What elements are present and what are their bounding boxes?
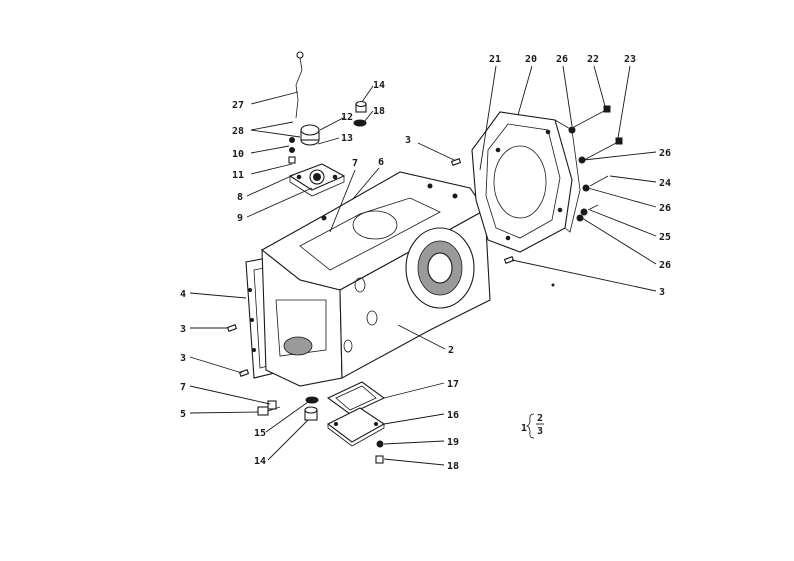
bell-housing-part [471, 111, 581, 253]
small-fittings-part [288, 137, 296, 164]
callout-26-a: 26 [556, 54, 568, 65]
top-cover-plate-part [288, 163, 346, 197]
callout-3-left-b: 3 [180, 353, 186, 364]
callout-3-right: 3 [659, 287, 665, 298]
callout-15: 15 [254, 428, 266, 439]
callout-23: 23 [624, 54, 636, 65]
callout-4: 4 [180, 289, 186, 300]
bolts-right-part [568, 105, 623, 222]
leader-lines [189, 65, 657, 466]
group-note: 1 2 3 [521, 413, 544, 439]
callout-26-b: 26 [659, 148, 671, 159]
bottom-gasket-part [326, 381, 386, 415]
callout-14-top: 14 [373, 80, 385, 91]
callout-7-top: 7 [352, 158, 358, 169]
callout-9: 9 [237, 213, 243, 224]
bottom-cover-part [326, 407, 386, 447]
callout-26-c: 26 [659, 203, 671, 214]
callout-27: 27 [232, 100, 244, 111]
dowel-pins-part [226, 158, 515, 377]
callout-26-d: 26 [659, 260, 671, 271]
callout-2: 2 [448, 345, 454, 356]
callout-19: 19 [447, 437, 459, 448]
group-note-item-2: 2 [537, 413, 543, 424]
callout-5: 5 [180, 409, 186, 420]
drain-plug-part [304, 396, 319, 421]
dipstick-part [295, 51, 304, 119]
callout-8: 8 [237, 192, 243, 203]
callout-21: 21 [489, 54, 501, 65]
callout-25: 25 [659, 232, 671, 243]
callout-22: 22 [587, 54, 599, 65]
main-housing-part [261, 171, 491, 387]
callout-18-top: 18 [373, 106, 385, 117]
callout-6: 6 [378, 157, 384, 168]
bottom-bolt-part [375, 440, 384, 464]
breather-cap-part [300, 124, 320, 146]
callout-3-left-a: 3 [180, 324, 186, 335]
callout-3-top: 3 [405, 135, 411, 146]
callout-16: 16 [447, 410, 459, 421]
callout-11: 11 [232, 170, 244, 181]
callout-14-bottom: 14 [254, 456, 266, 467]
callout-18-bottom: 18 [447, 461, 459, 472]
top-plug-part [355, 100, 367, 113]
callout-12: 12 [341, 112, 353, 123]
top-washer-part [353, 119, 367, 127]
callout-24: 24 [659, 178, 671, 189]
callout-13: 13 [341, 133, 353, 144]
group-note-item-3: 3 [537, 426, 543, 437]
callout-7-bottom: 7 [180, 382, 186, 393]
stray-mark [551, 283, 555, 287]
callout-10: 10 [232, 149, 244, 160]
callout-17: 17 [447, 379, 459, 390]
group-note-main: 1 [521, 423, 527, 434]
callout-labels: 27 14 12 18 28 13 10 11 8 9 7 6 3 21 20 … [180, 54, 671, 472]
callout-28: 28 [232, 126, 244, 137]
callout-20: 20 [525, 54, 537, 65]
lower-plugs-part [257, 400, 281, 416]
